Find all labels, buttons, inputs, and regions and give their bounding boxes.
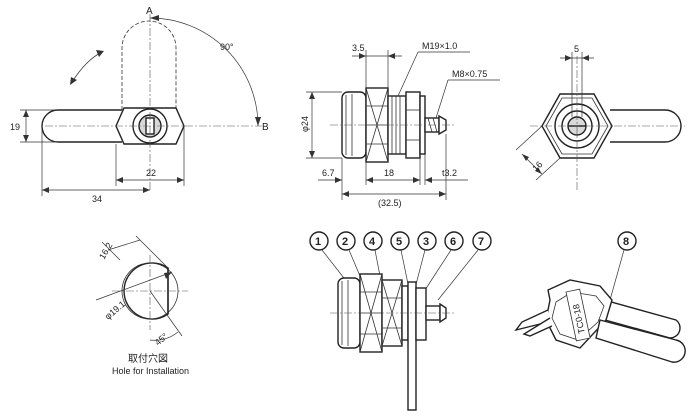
caption-en: Hole for Installation: [112, 366, 189, 376]
key-handle-front: [595, 319, 686, 363]
callout-2: [336, 231, 356, 251]
svg-text:5: 5: [396, 236, 402, 248]
installation-hole-view: 16.2 φ19.1 45° 取付穴図 Hole for Installatio…: [95, 235, 189, 376]
caption-jp: 取付穴図: [128, 352, 168, 365]
assembly-view: 1 2 4 5 3 6 7: [309, 231, 492, 411]
direction-arrow: [71, 51, 103, 83]
svg-text:8: 8: [623, 236, 629, 248]
callout-7: [472, 231, 492, 251]
dim-flat: 16.2: [97, 241, 114, 261]
dim-width-total: 34: [92, 194, 102, 204]
dim-body: 18: [384, 168, 394, 178]
cam-arm: [41, 109, 122, 143]
key-blade: [514, 309, 549, 332]
key-view: 8 TC0-18: [514, 231, 686, 363]
dim-total: (32.5): [378, 198, 402, 208]
rear-view: 5 16: [515, 44, 685, 190]
svg-text:2: 2: [342, 236, 348, 248]
callout-8: [617, 231, 637, 251]
dim-hole: φ19.1: [103, 299, 127, 322]
key-handle-back: [597, 299, 681, 339]
svg-text:7: 7: [478, 236, 484, 248]
dim-diameter: φ24: [300, 116, 310, 132]
rotation-arc: [149, 17, 259, 127]
svg-text:3: 3: [423, 236, 429, 248]
svg-text:6: 6: [450, 236, 456, 248]
dim-flange: 3.5: [352, 43, 365, 53]
dim-width-small: 22: [146, 168, 156, 178]
angle-label: 90°: [220, 42, 234, 52]
front-view-cam: A B 90° 19 22 34: [10, 6, 269, 204]
callout-5: [390, 231, 410, 251]
side-view: φ24 3.5 M19×1.0 M8×0.75 6.7 18 t3.2: [300, 41, 500, 208]
dim-hex: 16: [530, 159, 544, 173]
point-a-label: A: [146, 6, 153, 17]
callout-4: [363, 231, 383, 251]
callout-3: [417, 231, 437, 251]
thread-small-label: M8×0.75: [452, 69, 487, 79]
point-b-label: B: [262, 122, 269, 133]
dim-height: 19: [10, 122, 20, 132]
cam-rotated-outline: [121, 20, 177, 110]
thread-large-label: M19×1.0: [422, 41, 457, 51]
panel: [407, 281, 417, 411]
dim-angle: 45°: [153, 331, 170, 348]
callout-6: [444, 231, 464, 251]
callout-1: [309, 231, 329, 251]
svg-text:4: 4: [369, 236, 376, 248]
svg-text:1: 1: [315, 236, 321, 248]
dim-head: 6.7: [322, 168, 335, 178]
dim-plate: t3.2: [442, 168, 457, 178]
dim-slot: 5: [574, 44, 579, 54]
